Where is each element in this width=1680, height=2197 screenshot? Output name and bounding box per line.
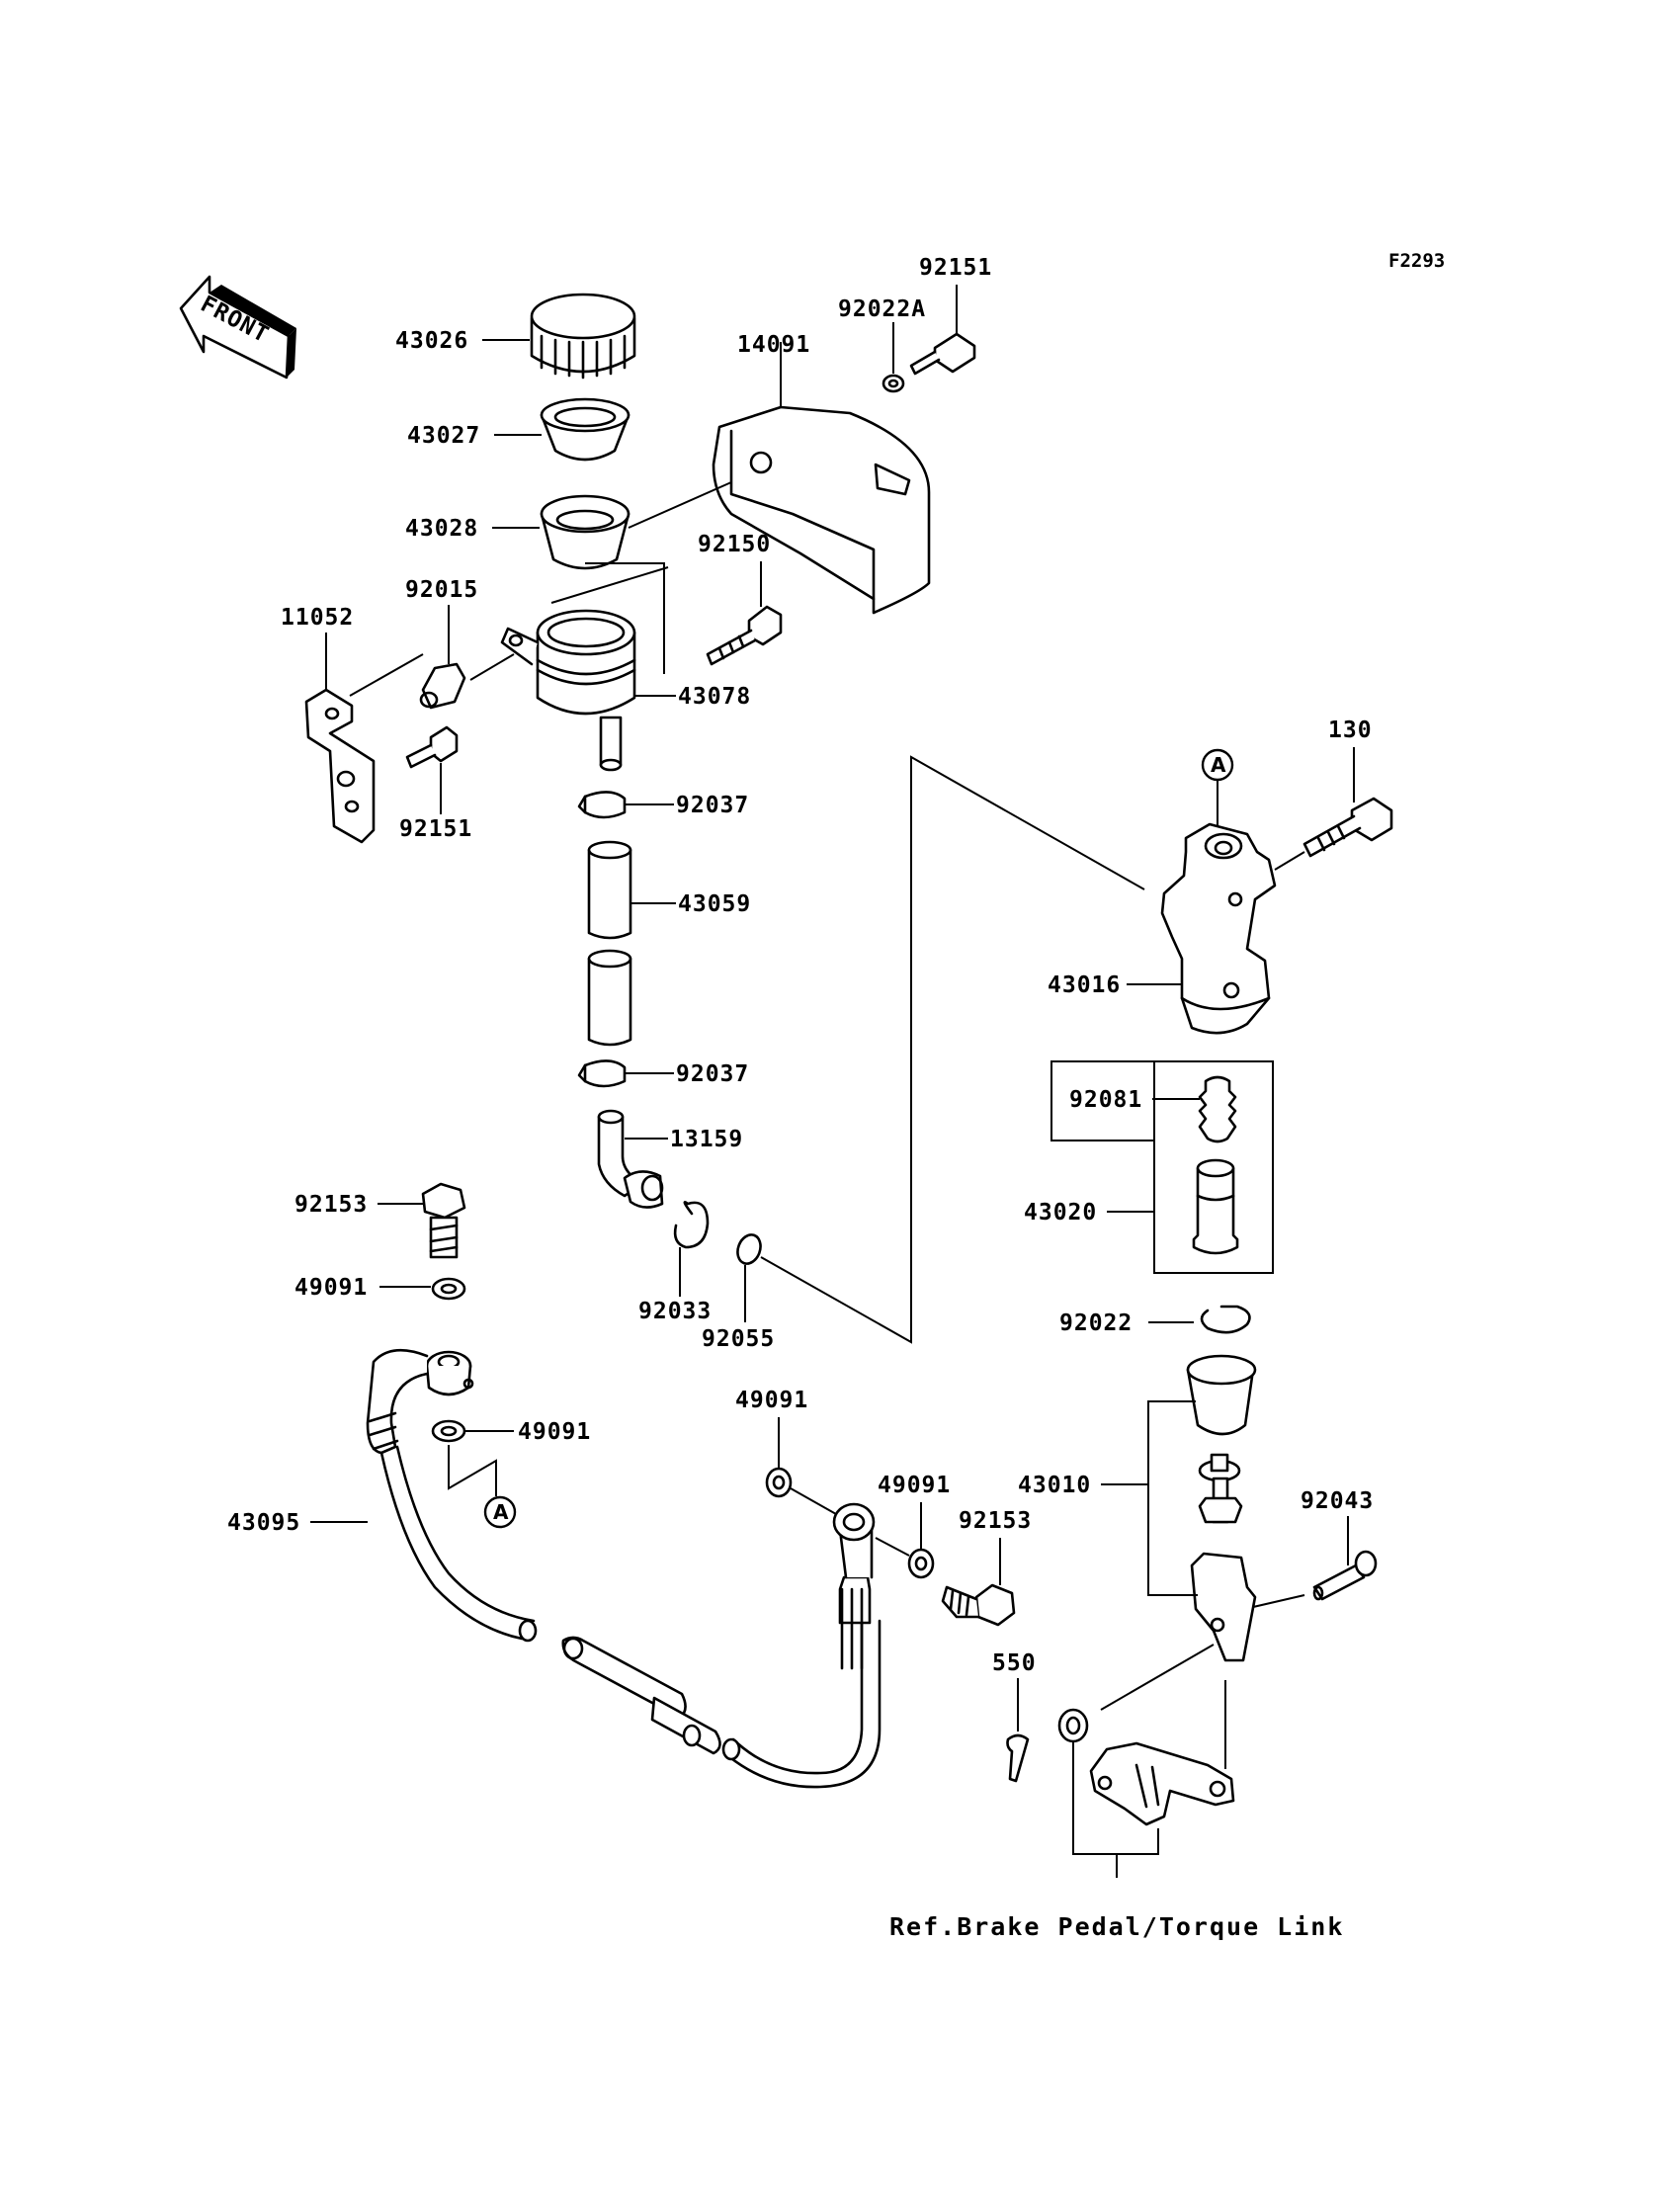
- svg-text:A: A: [1211, 753, 1226, 777]
- circlip-icon: [1200, 1305, 1251, 1334]
- part-label-130: 130: [1328, 718, 1373, 743]
- diaphragm-plate-icon: [540, 494, 630, 570]
- part-label-92015: 92015: [405, 577, 478, 603]
- part-label-92037-b: 92037: [676, 1061, 749, 1087]
- part-label-92043: 92043: [1301, 1488, 1374, 1514]
- front-direction-arrow-icon: FRONT: [179, 275, 296, 380]
- bracket-icon: [304, 688, 376, 844]
- part-label-92150: 92150: [698, 532, 771, 557]
- piston-icon: [1192, 1158, 1239, 1255]
- hose-clamp-icon: [577, 791, 627, 819]
- reservoir-cover-icon: [712, 405, 931, 615]
- washer-icon: [765, 1467, 793, 1498]
- part-label-43095: 43095: [227, 1510, 300, 1536]
- reference-note: Ref.Brake Pedal/Torque Link: [889, 1912, 1344, 1941]
- figure-code: F2293: [1388, 250, 1445, 272]
- part-label-49091-c: 49091: [735, 1388, 808, 1413]
- torque-link-icon: [1089, 1741, 1235, 1826]
- part-label-550: 550: [992, 1650, 1037, 1676]
- part-label-14091: 14091: [737, 332, 810, 358]
- washer-icon: [1057, 1708, 1089, 1743]
- callout-a-top: A: [1201, 748, 1234, 782]
- washer-icon: [882, 374, 905, 393]
- bolt-icon: [706, 605, 783, 666]
- washer-icon: [431, 1419, 466, 1443]
- pin-icon: [1312, 1550, 1378, 1601]
- part-label-92033: 92033: [638, 1299, 712, 1324]
- part-label-43059: 43059: [678, 891, 751, 917]
- part-label-92153-b: 92153: [959, 1508, 1032, 1534]
- part-label-49091-d: 49091: [878, 1473, 951, 1498]
- part-label-92037-a: 92037: [676, 793, 749, 818]
- part-label-13159: 13159: [670, 1127, 743, 1152]
- part-label-49091-b: 49091: [518, 1419, 591, 1445]
- reservoir-cap-icon: [530, 293, 636, 380]
- part-label-92151-top: 92151: [919, 255, 992, 281]
- part-label-92081: 92081: [1069, 1087, 1142, 1113]
- washer-icon: [907, 1548, 935, 1579]
- hose-clamp-icon: [577, 1059, 627, 1088]
- part-label-92153-a: 92153: [294, 1192, 368, 1218]
- part-label-43026: 43026: [395, 328, 468, 354]
- part-label-43028: 43028: [405, 516, 478, 542]
- bolt-icon: [405, 725, 459, 769]
- brake-hose-icon: [366, 1348, 882, 1789]
- part-label-11052: 11052: [281, 605, 354, 631]
- part-label-92022a: 92022A: [838, 296, 926, 322]
- part-label-43010: 43010: [1018, 1473, 1091, 1498]
- callout-a-bottom: A: [483, 1495, 517, 1529]
- collar-icon: [419, 662, 466, 710]
- banjo-bolt-icon: [941, 1583, 1016, 1627]
- elbow-fitting-icon: [597, 1109, 664, 1209]
- part-label-43016: 43016: [1048, 972, 1121, 998]
- part-label-43027: 43027: [407, 423, 480, 449]
- banjo-bolt-icon: [421, 1182, 466, 1259]
- hose-icon: [587, 840, 632, 1047]
- part-label-43078: 43078: [678, 684, 751, 710]
- circlip-icon: [673, 1201, 710, 1249]
- bolt-icon: [1302, 797, 1393, 858]
- part-label-49091-a: 49091: [294, 1275, 368, 1301]
- reservoir-body-icon: [500, 609, 636, 772]
- part-label-43020: 43020: [1024, 1200, 1097, 1225]
- bolt-icon: [909, 332, 976, 376]
- part-label-92022: 92022: [1059, 1310, 1133, 1336]
- master-cylinder-icon: [1160, 822, 1277, 1035]
- cotter-pin-icon: [1006, 1733, 1030, 1783]
- part-label-92151-bottom: 92151: [399, 816, 472, 842]
- push-rod-icon: [1190, 1453, 1257, 1662]
- spring-icon: [1198, 1075, 1237, 1143]
- washer-icon: [431, 1277, 466, 1301]
- part-label-92055: 92055: [702, 1326, 775, 1352]
- o-ring-icon: [736, 1233, 762, 1265]
- boot-icon: [1186, 1354, 1257, 1436]
- svg-text:A: A: [493, 1500, 509, 1524]
- diaphragm-icon: [540, 397, 630, 462]
